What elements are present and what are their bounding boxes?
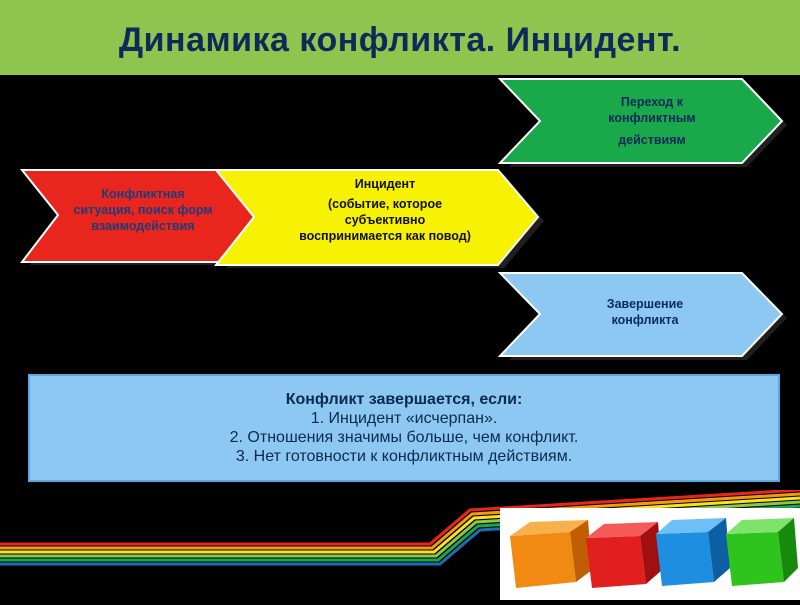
arrow-incident-label: Инцидент (событие, которое субъективно в…	[292, 176, 478, 244]
incident-title: Инцидент	[354, 177, 416, 191]
orange-cube	[510, 520, 592, 588]
conditions-heading: Конфликт завершается, если:	[285, 391, 523, 408]
arrow-conflict-situation-label: Конфликтная ситуация, поиск форм взаимод…	[73, 187, 213, 233]
blue-cube	[656, 518, 730, 586]
arrow-transition	[497, 78, 784, 164]
page-title: Динамика конфликта. Инцидент.	[118, 21, 682, 59]
header-bar	[0, 0, 800, 75]
arrow-transition-label: Переход к конфликтным действиям	[608, 95, 696, 147]
incident-description: (событие, которое субъективно воспринима…	[299, 197, 471, 243]
condition-item: 1. Инцидент «исчерпан».	[310, 410, 498, 427]
condition-item: 2. Отношения значимы больше, чем конфлик…	[229, 429, 579, 446]
arrow-completion	[497, 272, 784, 357]
cubes-image	[500, 508, 800, 600]
red-cube	[586, 522, 662, 588]
completion-conditions-box: Конфликт завершается, если: 1. Инцидент …	[28, 374, 780, 482]
arrow-completion-label: Завершение конфликта	[606, 297, 684, 327]
condition-item: 3. Нет готовности к конфликтным действия…	[235, 448, 573, 465]
green-cube	[726, 518, 798, 586]
arrow-incident	[213, 169, 540, 266]
